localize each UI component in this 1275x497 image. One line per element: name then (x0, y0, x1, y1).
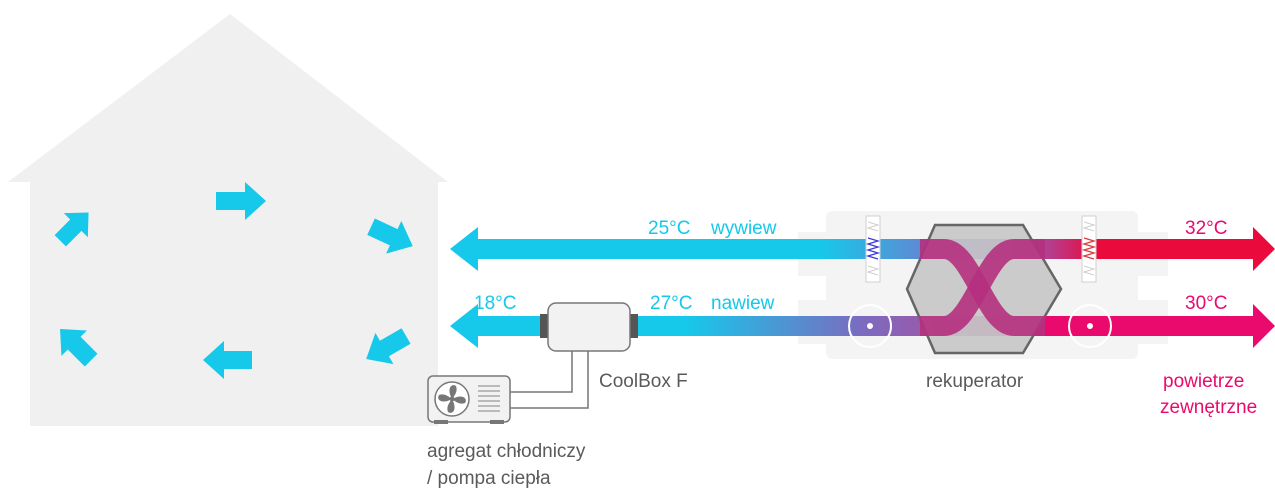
unit-label-line2: / pompa ciepła (427, 468, 551, 489)
unit-label-line1: agregat chłodniczy (427, 441, 586, 462)
outside-bottom-temp-label: 30°C (1185, 293, 1227, 314)
coil-icon (1081, 215, 1097, 283)
outdoor-unit (427, 375, 511, 424)
coil-icon (865, 215, 881, 283)
exhaust-temp-label: 25°C (648, 218, 690, 239)
refrigerant-pipes (510, 351, 589, 409)
exhaust-duct (450, 227, 1275, 271)
house-icon (8, 14, 448, 426)
cooled-temp-label: 18°C (474, 293, 516, 314)
airflow-arrow-icon (203, 341, 252, 379)
airflow-arrow-icon (367, 218, 413, 254)
coolbox-unit (540, 302, 638, 352)
fan-icon (1068, 304, 1112, 348)
fan-icon (848, 304, 892, 348)
airflow-arrow-icon (60, 329, 98, 367)
exhaust-name-label: wywiew (710, 218, 777, 239)
heat-exchanger-icon (905, 223, 1063, 355)
fan-icon (438, 385, 466, 413)
outside-air-label-line2: zewnętrzne (1160, 397, 1257, 418)
recuperator-label: rekuperator (926, 371, 1024, 392)
airflow-arrow-icon (366, 328, 411, 365)
supply-duct (450, 304, 1275, 348)
outside-top-temp-label: 32°C (1185, 218, 1227, 239)
outside-air-label-line1: powietrze (1163, 371, 1244, 392)
supply-temp-label: 27°C (650, 293, 692, 314)
airflow-arrow-icon (54, 212, 89, 247)
coolbox-label: CoolBox F (599, 371, 688, 392)
airflow-arrow-icon (216, 182, 266, 220)
supply-name-label: nawiew (711, 293, 775, 314)
indoor-airflow (54, 182, 413, 379)
vent-grille (478, 385, 500, 412)
